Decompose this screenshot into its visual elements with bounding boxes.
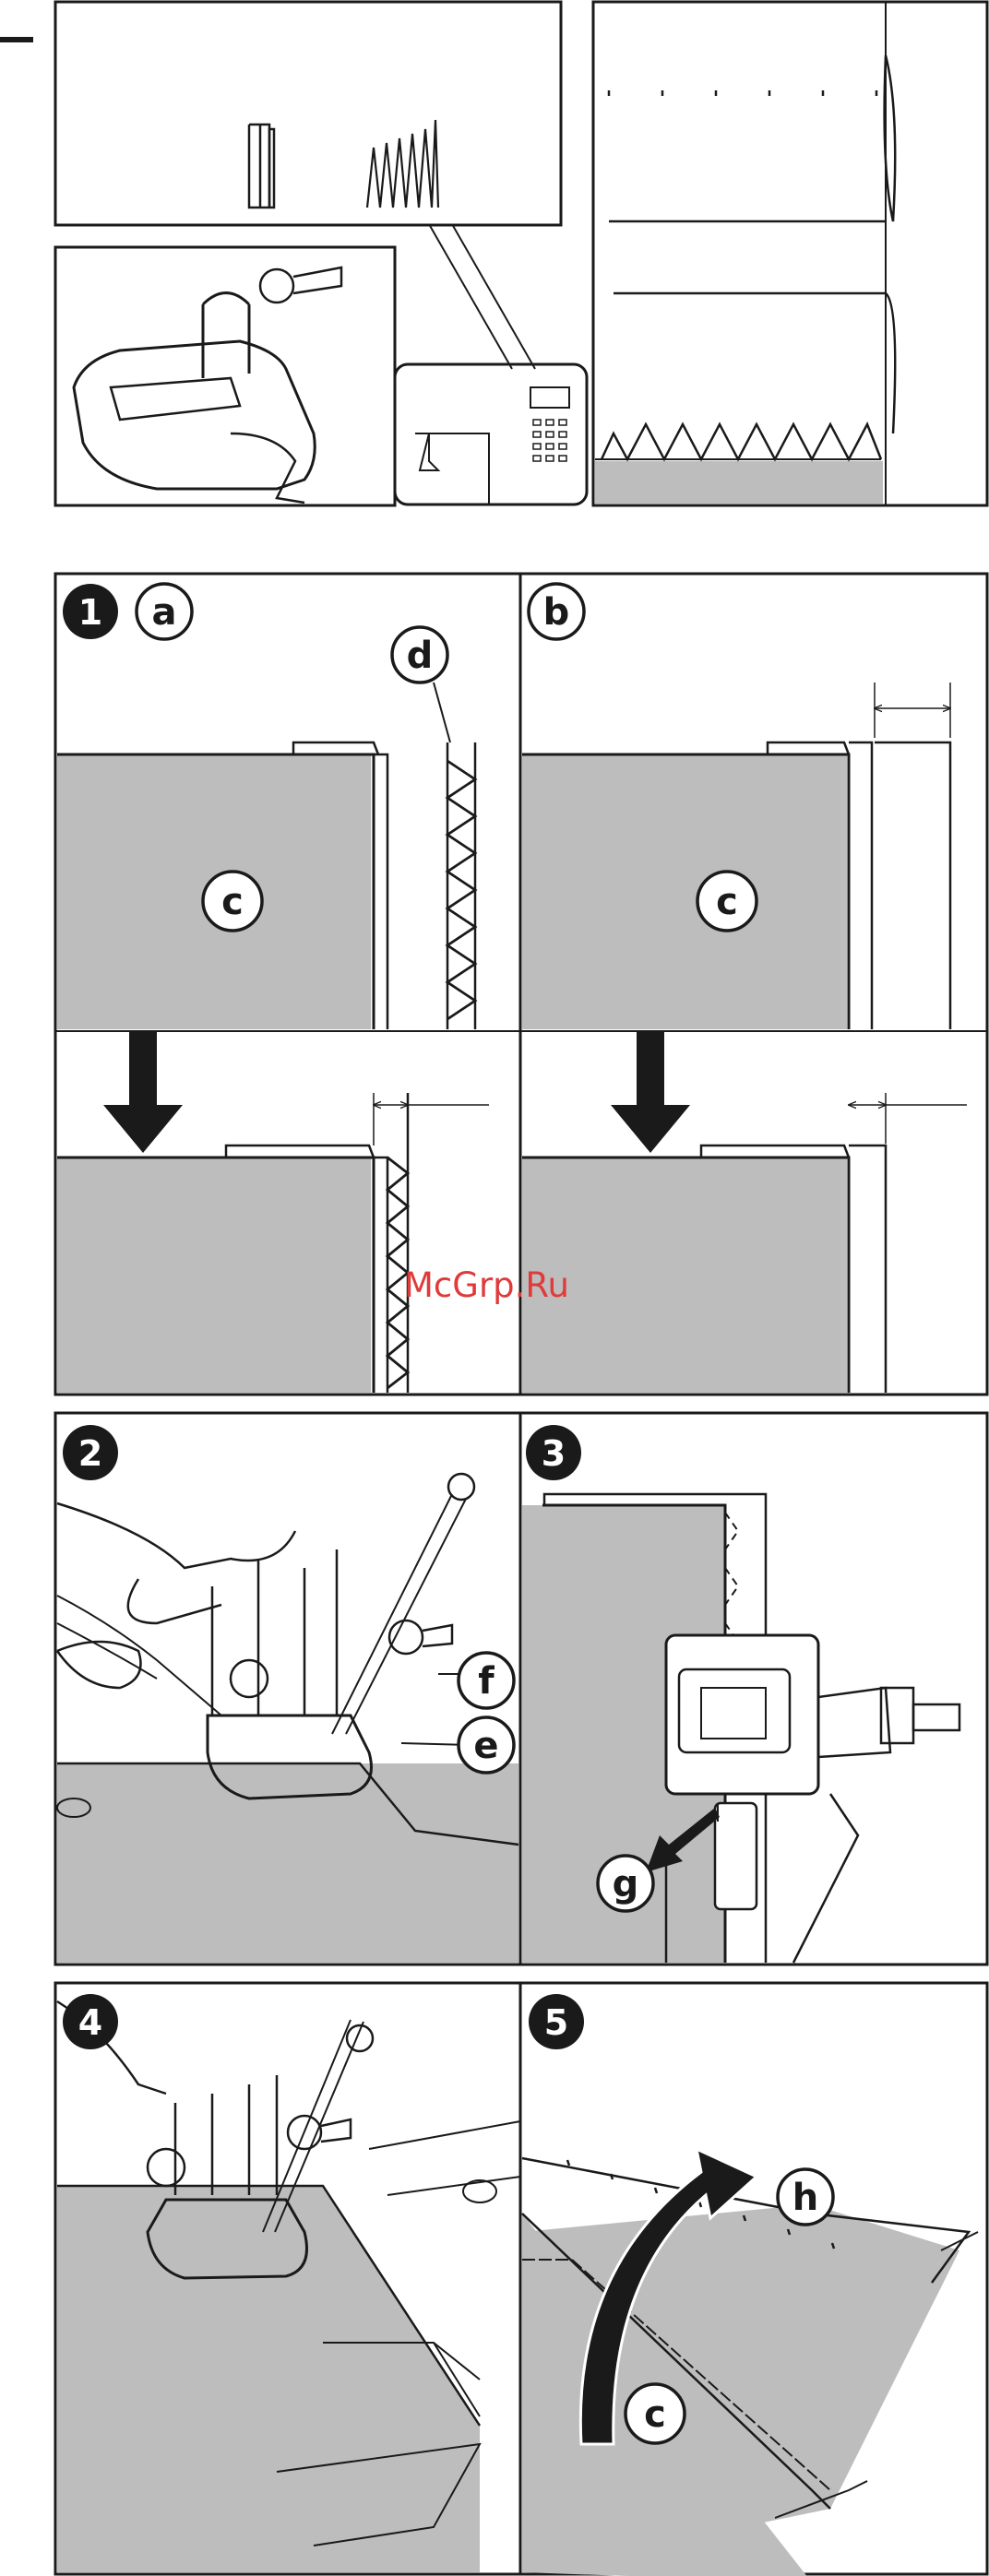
blind-hem-foot-box: [55, 247, 395, 505]
step-badge-1: 1: [63, 584, 118, 639]
step-number-4: 4: [78, 2002, 102, 2043]
stitch-display-box: [55, 2, 561, 369]
guide-g: [715, 1803, 757, 1909]
step-badge-2: 2: [63, 1425, 118, 1480]
hem-result-box: [593, 2, 987, 505]
fabric-c-b-lower: [522, 1157, 847, 1393]
step-number-2: 2: [78, 1433, 102, 1474]
fabric-c-b-upper: [522, 754, 847, 1029]
stretch-blind-hem-stitch-icon: [367, 120, 438, 208]
callout-f: f: [478, 1660, 494, 1703]
sewing-machine: [395, 364, 587, 505]
fabric-c-a-lower: [57, 1157, 371, 1393]
callout-b: b: [543, 591, 570, 634]
step-number-1: 1: [78, 592, 102, 633]
step-4-5-panel: [55, 1983, 987, 2576]
step-badge-5: 5: [529, 1994, 584, 2049]
step-1-panel: [55, 574, 987, 1395]
step-badge-4: 4: [63, 1994, 118, 2049]
callout-c-3: c: [644, 2393, 666, 2436]
down-arrow-a: [103, 1031, 183, 1153]
stitch-line-d: [447, 761, 475, 1019]
callout-g: g: [613, 1863, 639, 1905]
step-number-3: 3: [542, 1433, 566, 1474]
callout-a: a: [152, 591, 177, 634]
section-marker: [0, 37, 33, 42]
callout-e: e: [473, 1725, 498, 1767]
callout-h: h: [792, 2177, 818, 2219]
callout-c-1: c: [221, 881, 244, 923]
step-badge-3: 3: [526, 1425, 581, 1480]
callout-c-2: c: [716, 881, 738, 923]
down-arrow-b: [611, 1031, 690, 1153]
step-number-5: 5: [544, 2002, 568, 2043]
machine-head: [57, 1503, 295, 1568]
step-2-3-panel: [55, 1413, 987, 1965]
callout-d: d: [407, 635, 434, 677]
